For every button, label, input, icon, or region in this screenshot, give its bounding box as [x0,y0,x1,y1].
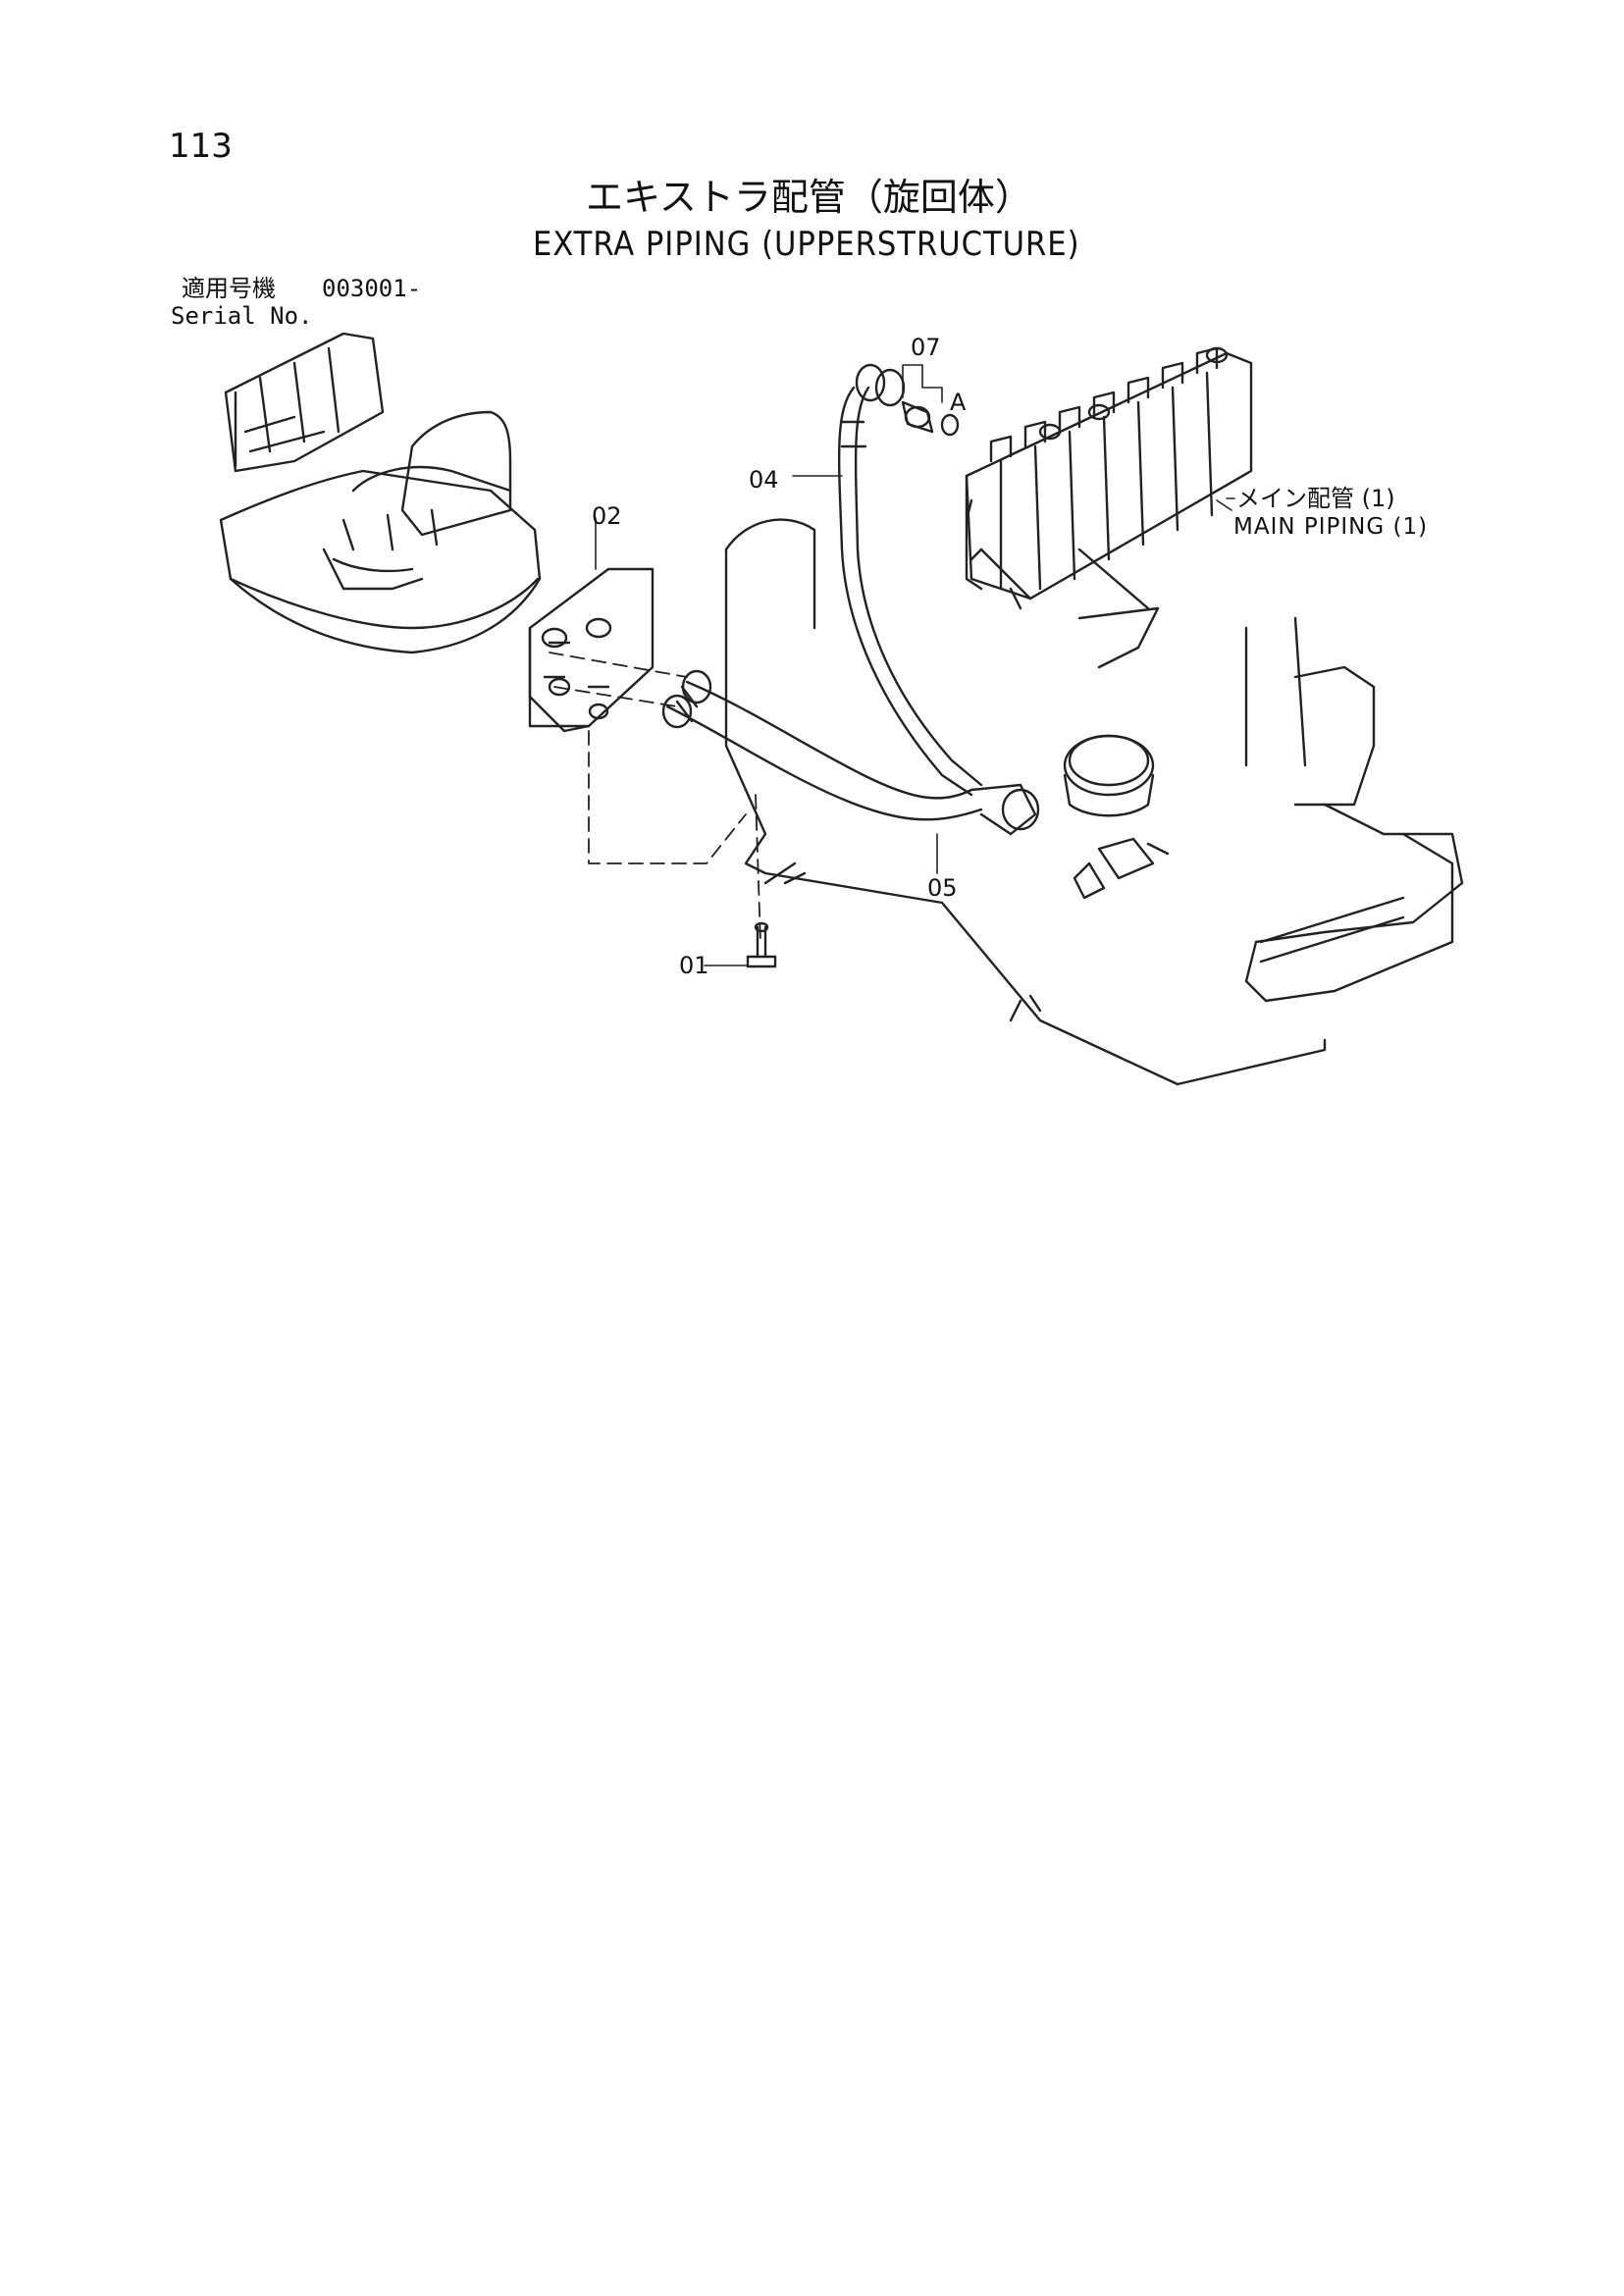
hose-part-04 [837,363,983,797]
fitting-part-07 [901,364,960,437]
upperstructure-frame-drawing [724,518,1464,1086]
callout-04: 04 [749,466,779,494]
serial-number-value: 003001- [322,275,422,302]
bolt-part-01 [704,921,777,968]
bracket-part-02 [528,517,655,733]
page-title-japanese: エキストラ配管（旋回体） [586,176,1032,219]
callout-02: 02 [592,502,622,530]
reference-label-english: MAIN PIPING (1) [1233,514,1429,540]
hose-part-05 [661,669,1040,874]
control-valve-drawing [965,346,1253,610]
page-number: 113 [169,127,233,166]
callout-07: 07 [911,334,941,361]
callout-01: 01 [679,952,709,979]
reference-label-japanese: メイン配管 (1) [1236,485,1395,512]
operator-seat-drawing [219,332,542,654]
callout-05: 05 [927,874,958,902]
serial-label-japanese: 適用号機 [182,275,276,302]
page-title-english: EXTRA PIPING (UPPERSTRUCTURE) [533,225,1080,264]
serial-label-english: Serial No. [171,302,313,330]
callout-a: A [950,389,967,416]
